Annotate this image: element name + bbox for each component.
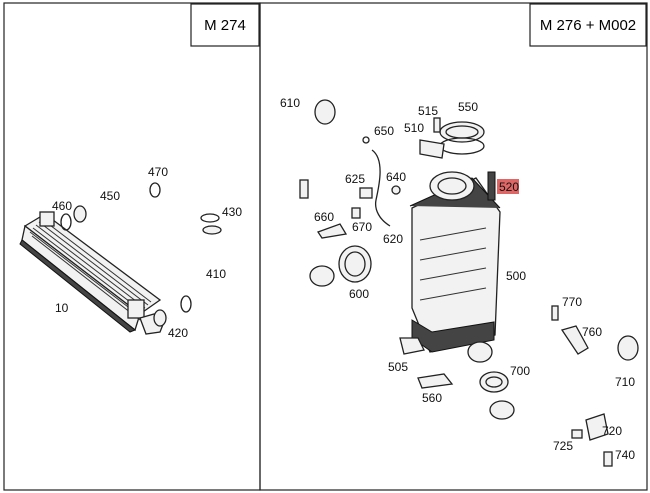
part-clamp-420	[180, 295, 192, 313]
callout-560: 560	[422, 391, 442, 405]
part-bolt-740	[603, 451, 613, 467]
part-clamp-550	[439, 121, 485, 155]
callout-725: 725	[553, 439, 573, 453]
callout-500: 500	[506, 269, 526, 283]
part-hose-410	[163, 225, 222, 321]
part-sensor-520	[487, 171, 496, 201]
part-hose-450	[73, 183, 150, 223]
callout-460: 460	[52, 199, 72, 213]
part-bolt-640	[391, 185, 401, 195]
part-tube-610	[278, 99, 336, 288]
callout-720: 720	[602, 424, 622, 438]
callout-550: 550	[458, 100, 478, 114]
callout-760: 760	[582, 325, 602, 339]
callout-520-highlight	[497, 179, 519, 194]
panel-right-frame	[259, 2, 648, 491]
callout-510: 510	[404, 121, 424, 135]
panel-right-title-box: M 276 + M002	[529, 3, 647, 47]
part-screw-650	[362, 136, 370, 144]
callout-505: 505	[388, 360, 408, 374]
part-nut-625	[359, 187, 373, 199]
part-clamp-470	[149, 182, 161, 198]
part-bolt-770	[551, 305, 559, 321]
callout-515: 515	[418, 104, 438, 118]
callout-625: 625	[345, 172, 365, 186]
part-bracket-720	[585, 413, 609, 441]
part-intercooler-10	[19, 211, 165, 335]
callout-710: 710	[615, 375, 635, 389]
callout-430: 430	[222, 205, 242, 219]
callout-450: 450	[100, 189, 120, 203]
callout-640: 640	[386, 170, 406, 184]
callout-650: 650	[374, 124, 394, 138]
panel-right-title: M 276 + M002	[540, 17, 636, 34]
part-holder-660	[317, 223, 348, 239]
part-intercooler-500	[409, 171, 501, 363]
part-hose-710	[489, 335, 639, 444]
part-bracket-560	[417, 373, 454, 389]
part-bolt-670	[351, 207, 361, 219]
callout-410: 410	[206, 267, 226, 281]
part-bracket-620	[371, 149, 391, 227]
callout-520: 520	[499, 180, 519, 194]
part-nut-725	[571, 429, 583, 439]
panel-left-title-box: M 274	[190, 3, 260, 47]
callout-10: 10	[55, 301, 69, 315]
callout-660: 660	[314, 210, 334, 224]
callout-770: 770	[562, 295, 582, 309]
callout-420: 420	[168, 326, 188, 340]
part-bolt-515	[433, 117, 441, 133]
part-clamp-430	[200, 213, 220, 223]
callout-620: 620	[383, 232, 403, 246]
callout-470: 470	[148, 165, 168, 179]
callout-610: 610	[280, 96, 300, 110]
part-clamp-700	[479, 371, 509, 393]
part-holder-505	[399, 337, 425, 355]
callout-740: 740	[615, 448, 635, 462]
callout-600: 600	[349, 287, 369, 301]
part-sensor-510	[419, 139, 445, 159]
panel-left-title: M 274	[204, 17, 246, 34]
callout-670: 670	[352, 220, 372, 234]
callout-700: 700	[510, 364, 530, 378]
part-clamp-600	[338, 245, 372, 283]
part-bracket-760	[560, 325, 589, 355]
part-clamp-460	[60, 213, 72, 231]
